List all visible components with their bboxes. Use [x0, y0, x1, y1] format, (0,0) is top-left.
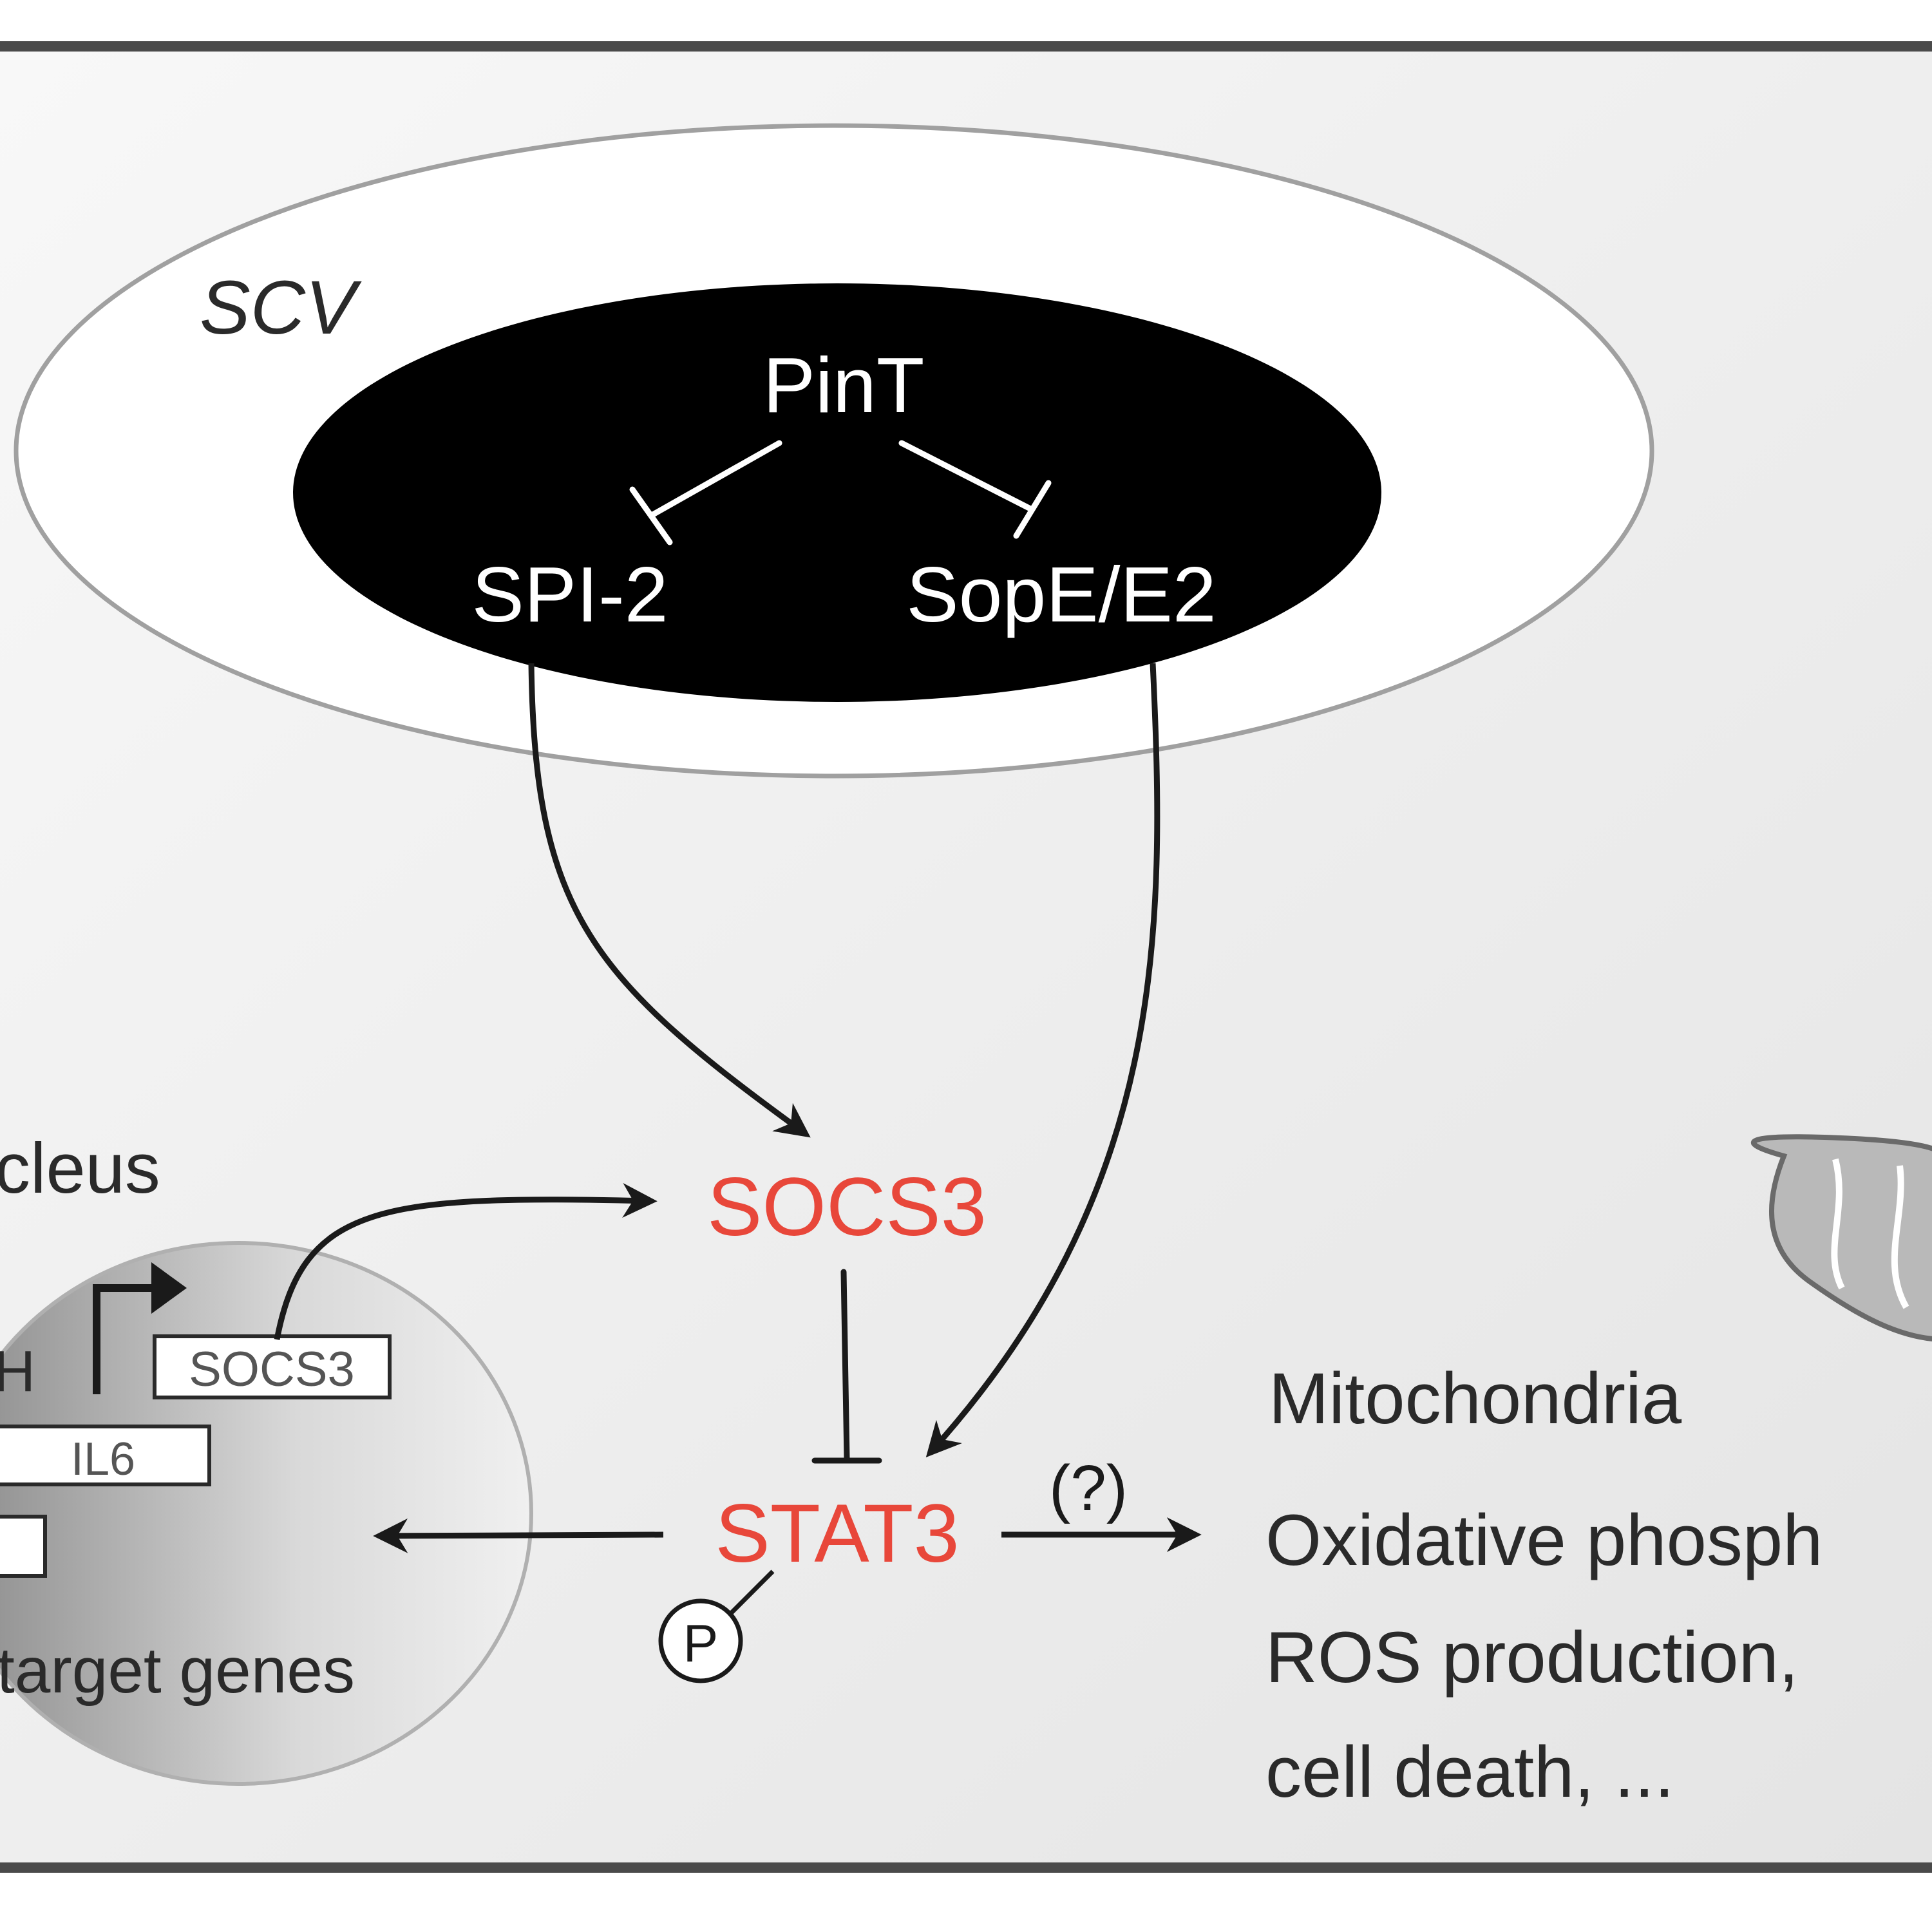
- phospho-bond: [726, 1569, 775, 1618]
- effects-line-2: ROS production,: [1265, 1617, 1799, 1698]
- phospho-circle: [658, 1598, 743, 1683]
- nucleus-label: cleus: [0, 1129, 160, 1208]
- effects-line-3: cell death, ...: [1265, 1732, 1674, 1812]
- sope-to-stat3-arrow: [925, 663, 1160, 1458]
- spi2-label: SPI-2: [471, 551, 668, 638]
- promoter-arrow-head: [151, 1262, 187, 1314]
- mitochondria-label: Mitochondria: [1269, 1358, 1682, 1439]
- target-genes-label: target genes: [0, 1634, 355, 1707]
- nucleus-to-socs3-arrow: [274, 1182, 658, 1340]
- salmonella-bacterium: [293, 283, 1381, 702]
- pint-inhibits-sope: [898, 440, 1052, 539]
- phospho-label: P: [683, 1615, 719, 1673]
- gene-box-partial: [0, 1515, 47, 1578]
- gene-box-il6: [0, 1425, 211, 1486]
- stat3-node: STAT3: [715, 1488, 959, 1580]
- promoter-arrow: [93, 1284, 155, 1394]
- spi2-to-socs3-arrow: [528, 663, 811, 1138]
- gene-il6-label: IL6: [71, 1434, 135, 1485]
- sope-label: SopE/E2: [906, 551, 1217, 638]
- pint-label: PinT: [763, 341, 925, 429]
- socs3-node: SOCS3: [707, 1161, 987, 1253]
- effects-line-1: Oxidative phosph: [1265, 1500, 1823, 1580]
- gene-partial-label: H: [0, 1340, 35, 1404]
- scv-label: SCV: [200, 265, 362, 350]
- uncertain-label: (?): [1049, 1452, 1128, 1524]
- stat3-to-nucleus-arrow: [373, 1518, 664, 1553]
- gene-box-socs3: [153, 1334, 392, 1399]
- mitochondrion-icon: [1750, 1134, 1932, 1341]
- gene-socs3-label: SOCS3: [189, 1342, 355, 1397]
- socs3-inhibits-stat3: [811, 1269, 882, 1464]
- pint-inhibits-spi2: [629, 440, 782, 545]
- nucleus: [0, 1241, 533, 1786]
